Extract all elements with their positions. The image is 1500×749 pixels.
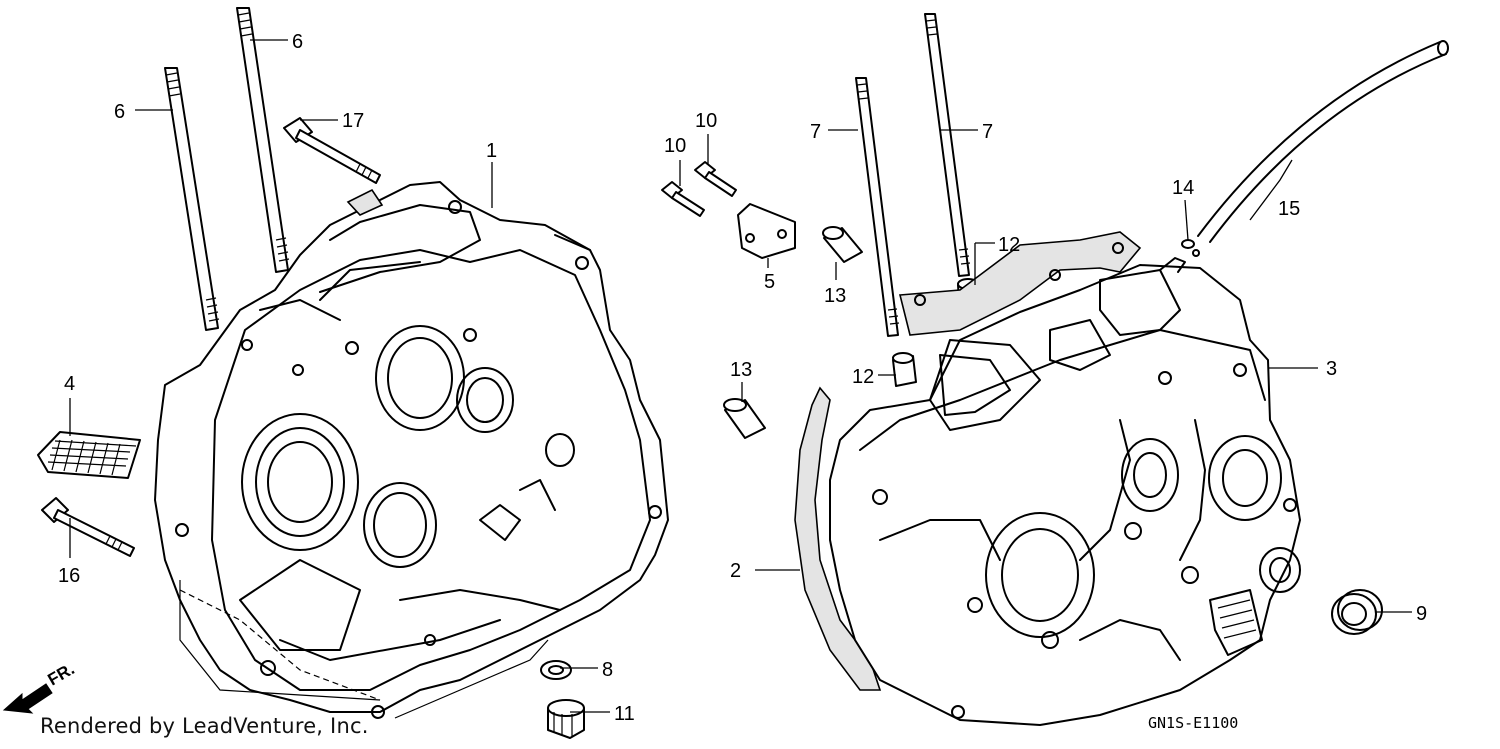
leader-lines xyxy=(69,39,1412,713)
right-crankcase-drawing xyxy=(829,242,1301,726)
stud-bolt-7-right xyxy=(924,13,971,277)
callout-11: 11 xyxy=(614,703,635,725)
callout-7-left: 7 xyxy=(810,121,821,143)
dowel-pin-13-lower xyxy=(723,398,766,439)
callout-13-lower: 13 xyxy=(730,359,752,381)
diagram-code: GN1S-E1100 xyxy=(1148,714,1238,732)
bolt-10-upper xyxy=(694,161,737,197)
stud-bolt-7-left xyxy=(855,77,900,337)
sealing-washer-8 xyxy=(540,660,572,680)
strainer-screen-4 xyxy=(37,431,141,479)
callout-8: 8 xyxy=(602,659,613,681)
callout-6-left: 6 xyxy=(114,101,125,123)
front-direction-label: FR. xyxy=(45,659,78,689)
left-crankcase-drawing xyxy=(154,181,669,719)
callout-9: 9 xyxy=(1416,603,1427,625)
callout-5: 5 xyxy=(764,271,775,293)
bolt-10-lower xyxy=(661,181,705,217)
callout-16: 16 xyxy=(58,565,80,587)
callout-10-upper: 10 xyxy=(695,110,717,132)
callout-7-right: 7 xyxy=(982,121,993,143)
drain-bolt-11 xyxy=(547,699,585,739)
breather-tube-15 xyxy=(1197,40,1449,243)
callout-12-lower: 12 xyxy=(852,366,874,388)
stud-bolt-6-right xyxy=(236,7,290,273)
bracket-plate-5 xyxy=(737,203,796,259)
callout-10-lower: 10 xyxy=(664,135,686,157)
oil-seal-9 xyxy=(1331,589,1383,635)
callout-6-right: 6 xyxy=(292,31,303,53)
callout-2: 2 xyxy=(730,560,741,582)
callout-4: 4 xyxy=(64,373,75,395)
bolt-16 xyxy=(41,497,135,557)
callout-14: 14 xyxy=(1172,177,1194,199)
crankcase-gasket-top xyxy=(346,188,384,216)
front-direction-marker: FR. xyxy=(2,659,78,714)
tube-clip-14 xyxy=(1181,239,1200,257)
callout-15: 15 xyxy=(1278,198,1300,220)
callout-labels: 1 2 3 4 5 6 6 7 7 8 9 10 10 11 12 12 13 … xyxy=(58,31,1427,725)
flange-bolt-17 xyxy=(283,117,381,184)
dowel-pin-12-lower xyxy=(892,352,917,387)
credit-line: Rendered by LeadVenture, Inc. xyxy=(40,714,369,738)
drain-plug-leader xyxy=(394,639,549,719)
callout-17: 17 xyxy=(342,110,364,132)
callout-3: 3 xyxy=(1326,358,1337,380)
callout-13-upper: 13 xyxy=(824,285,846,307)
callout-12-upper: 12 xyxy=(998,234,1020,256)
callout-1: 1 xyxy=(486,140,497,162)
stud-bolt-6-left xyxy=(164,67,220,331)
crankcase-gasket-2 xyxy=(794,231,1142,691)
dowel-pin-13-upper xyxy=(822,226,863,263)
